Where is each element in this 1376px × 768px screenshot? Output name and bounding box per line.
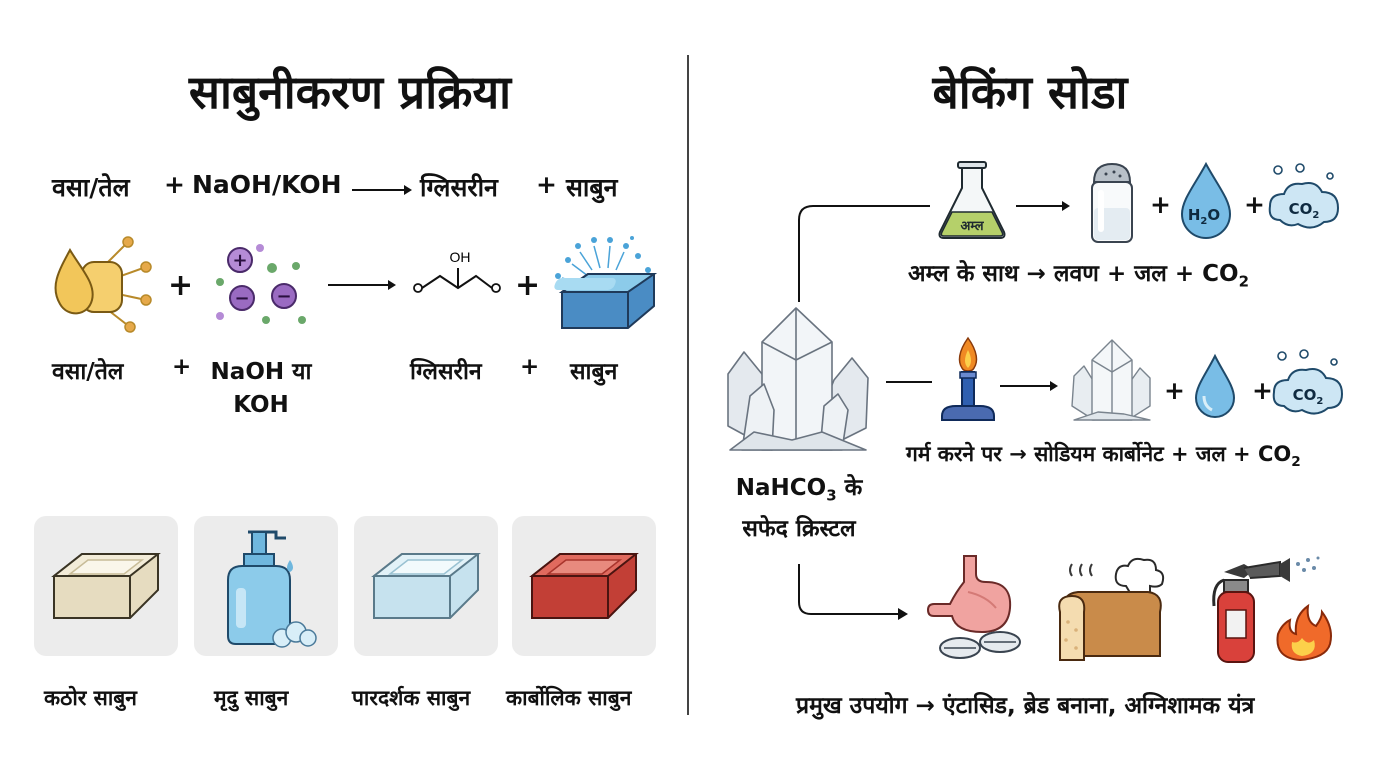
carbolic-soap-icon	[529, 553, 639, 619]
soap-card-carbolic	[512, 516, 656, 656]
heat-arrow	[1000, 381, 1058, 391]
eq-product-glycerin: ग्लिसरीन	[420, 173, 498, 202]
svg-text:CO2: CO2	[1293, 386, 1324, 407]
acid-flask-icon: अम्ल	[938, 161, 1006, 239]
eq-plus-1: +	[164, 170, 185, 199]
icons-plus-1: +	[168, 268, 194, 303]
soap-card-transparent	[354, 516, 498, 656]
fat-oil-icon	[54, 236, 152, 333]
heat-caption: गर्म करने पर → सोडियम कार्बोनेट + जल + C…	[906, 442, 1301, 471]
glycerin-oh-label: OH	[450, 249, 471, 265]
reaction-arrow	[328, 280, 396, 290]
panel-divider	[687, 55, 689, 715]
uses-caption: प्रमुख उपयोग → एंटासिड, ब्रेड बनाना, अग्…	[796, 693, 1255, 719]
soap-type-label-soft: मृदु साबुन	[214, 686, 289, 710]
svg-text:H2O: H2O	[1188, 206, 1220, 227]
heat-branch-line	[886, 381, 932, 383]
svg-text:−: −	[276, 286, 291, 307]
h2o-o: O	[1207, 206, 1220, 224]
icon-label-base: NaOH या KOH	[196, 354, 326, 418]
acid-caption: अम्ल के साथ → लवण + जल + CO2	[908, 261, 1250, 291]
eq-arrow	[352, 185, 412, 195]
water-drop-h2o-icon: H2O	[1180, 161, 1232, 239]
fire-extinguisher-icon	[1212, 556, 1332, 663]
svg-text:−: −	[234, 288, 249, 309]
eq-product-soap: साबुन	[566, 173, 618, 202]
icon-label-soap: साबुन	[570, 359, 618, 385]
salt-shaker-icon	[1091, 162, 1133, 243]
crystal-label: NaHCO3 के सफेद क्रिस्टल	[718, 470, 880, 543]
svg-text:CO2: CO2	[1289, 200, 1320, 221]
acid-flask-text: अम्ल	[960, 219, 984, 234]
crystal-icon	[727, 307, 869, 451]
bread-baking-icon	[1058, 557, 1165, 661]
sodium-carbonate-crystal-icon	[1071, 339, 1151, 421]
co2-cloud-icon-heat: CO2	[1272, 349, 1344, 415]
co2-sub: 2	[1312, 210, 1319, 221]
stomach-antacid-icon	[926, 555, 1021, 659]
icons-plus-2: +	[515, 268, 541, 303]
bunsen-burner-icon	[941, 336, 995, 421]
ions-icon: + − −	[216, 244, 306, 324]
heat-plus-2: +	[1252, 376, 1273, 405]
co2-sub-heat: 2	[1316, 396, 1323, 407]
soap-card-soft	[194, 516, 338, 656]
glycerin-structure-icon: OH	[413, 249, 501, 293]
heat-plus-1: +	[1164, 376, 1185, 405]
co2-cloud-icon: CO2	[1268, 163, 1340, 229]
hard-soap-icon	[51, 553, 161, 619]
eq-reactant-base: NaOH/KOH	[192, 170, 342, 199]
eq-reactant-fat: वसा/तेल	[52, 173, 130, 202]
soap-type-label-carbolic: कार्बोलिक साबुन	[506, 686, 632, 710]
soap-bubbles-icon	[554, 236, 658, 329]
eq-plus-2: +	[536, 170, 557, 199]
icon-label-plus-2: +	[520, 354, 540, 380]
icon-label-base-line2: KOH	[233, 392, 289, 418]
co2-text-heat: CO	[1293, 386, 1317, 404]
branch-lines	[798, 205, 930, 620]
svg-text:+: +	[232, 250, 247, 271]
acid-plus-2: +	[1244, 190, 1265, 219]
acid-plus-1: +	[1150, 190, 1171, 219]
icon-label-fat: वसा/तेल	[52, 359, 124, 385]
transparent-soap-icon	[371, 553, 481, 619]
left-title: साबुनीकरण प्रक्रिया	[188, 65, 512, 119]
crystal-label-line2: सफेद क्रिस्टल	[742, 515, 856, 542]
icon-label-glycerin: ग्लिसरीन	[410, 359, 482, 385]
soap-type-label-transparent: पारदर्शक साबुन	[352, 686, 471, 710]
icon-label-plus: +	[172, 354, 192, 380]
soap-card-hard	[34, 516, 178, 656]
crystal-label-line1: NaHCO3 के	[735, 475, 863, 505]
h2o-sub: 2	[1200, 216, 1207, 227]
icon-label-base-line1: NaOH या	[210, 359, 312, 385]
right-title: बेकिंग सोडा	[932, 65, 1128, 119]
co2-text: CO	[1289, 200, 1313, 218]
acid-arrow	[1016, 201, 1070, 211]
soap-type-label-hard: कठोर साबुन	[44, 686, 137, 710]
liquid-soap-icon	[227, 530, 317, 648]
water-drop-icon	[1194, 353, 1236, 418]
h2o-h: H	[1188, 206, 1201, 224]
